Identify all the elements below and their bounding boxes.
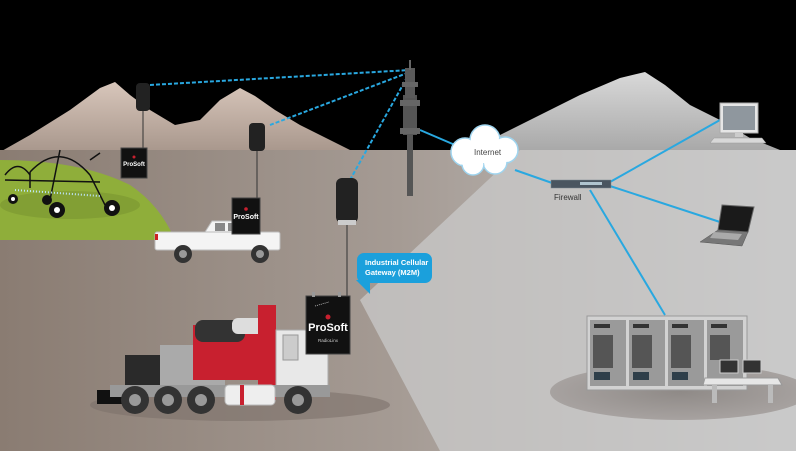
cellular-links	[149, 69, 411, 181]
antenna-icon	[249, 123, 265, 151]
antenna-icon	[336, 178, 358, 223]
heavy-truck	[97, 305, 330, 414]
laptop-icon[interactable]	[699, 204, 755, 247]
link-truck-tower	[349, 71, 411, 181]
gateway-callout: Industrial Cellular Gateway (M2M)	[357, 253, 432, 283]
callout-line-1: Industrial Cellular	[365, 258, 429, 267]
gateway-truck[interactable]: ProSoft RadioLinx	[305, 178, 358, 355]
link-pickup-tower	[269, 71, 411, 126]
internet-label: Internet	[474, 148, 502, 157]
firewall-label: Firewall	[554, 193, 582, 202]
svg-text:RadioLinx: RadioLinx	[318, 338, 339, 343]
link-firewall-laptop	[609, 185, 721, 223]
link-firewall-datacenter	[589, 189, 666, 316]
cell-tower-icon[interactable]	[400, 60, 420, 196]
svg-text:ProSoft: ProSoft	[233, 214, 259, 221]
cellular-gateway-icon	[305, 295, 351, 355]
link-internet-firewall	[514, 169, 556, 185]
antenna-icon	[136, 83, 150, 111]
cellular-gateway-icon	[231, 197, 261, 235]
gateway-irrigation[interactable]: ProSoft	[120, 83, 150, 179]
svg-text:ProSoft: ProSoft	[308, 322, 348, 334]
desktop-computer-icon[interactable]	[709, 102, 767, 144]
callout-line-2: Gateway (M2M)	[365, 268, 420, 277]
link-tower-internet	[419, 129, 456, 146]
svg-text:ProSoft: ProSoft	[123, 162, 145, 168]
firewall-appliance-icon[interactable]	[550, 179, 612, 189]
irrigation-pivot	[4, 149, 120, 218]
cloud-icon[interactable]	[450, 124, 519, 176]
gateway-pickup[interactable]: ProSoft	[231, 123, 265, 235]
operator-console	[702, 359, 783, 403]
cellular-gateway-icon	[120, 147, 148, 179]
wired-links	[419, 119, 721, 316]
link-firewall-desktop	[609, 119, 721, 183]
link-irrigation-tower	[149, 69, 411, 86]
